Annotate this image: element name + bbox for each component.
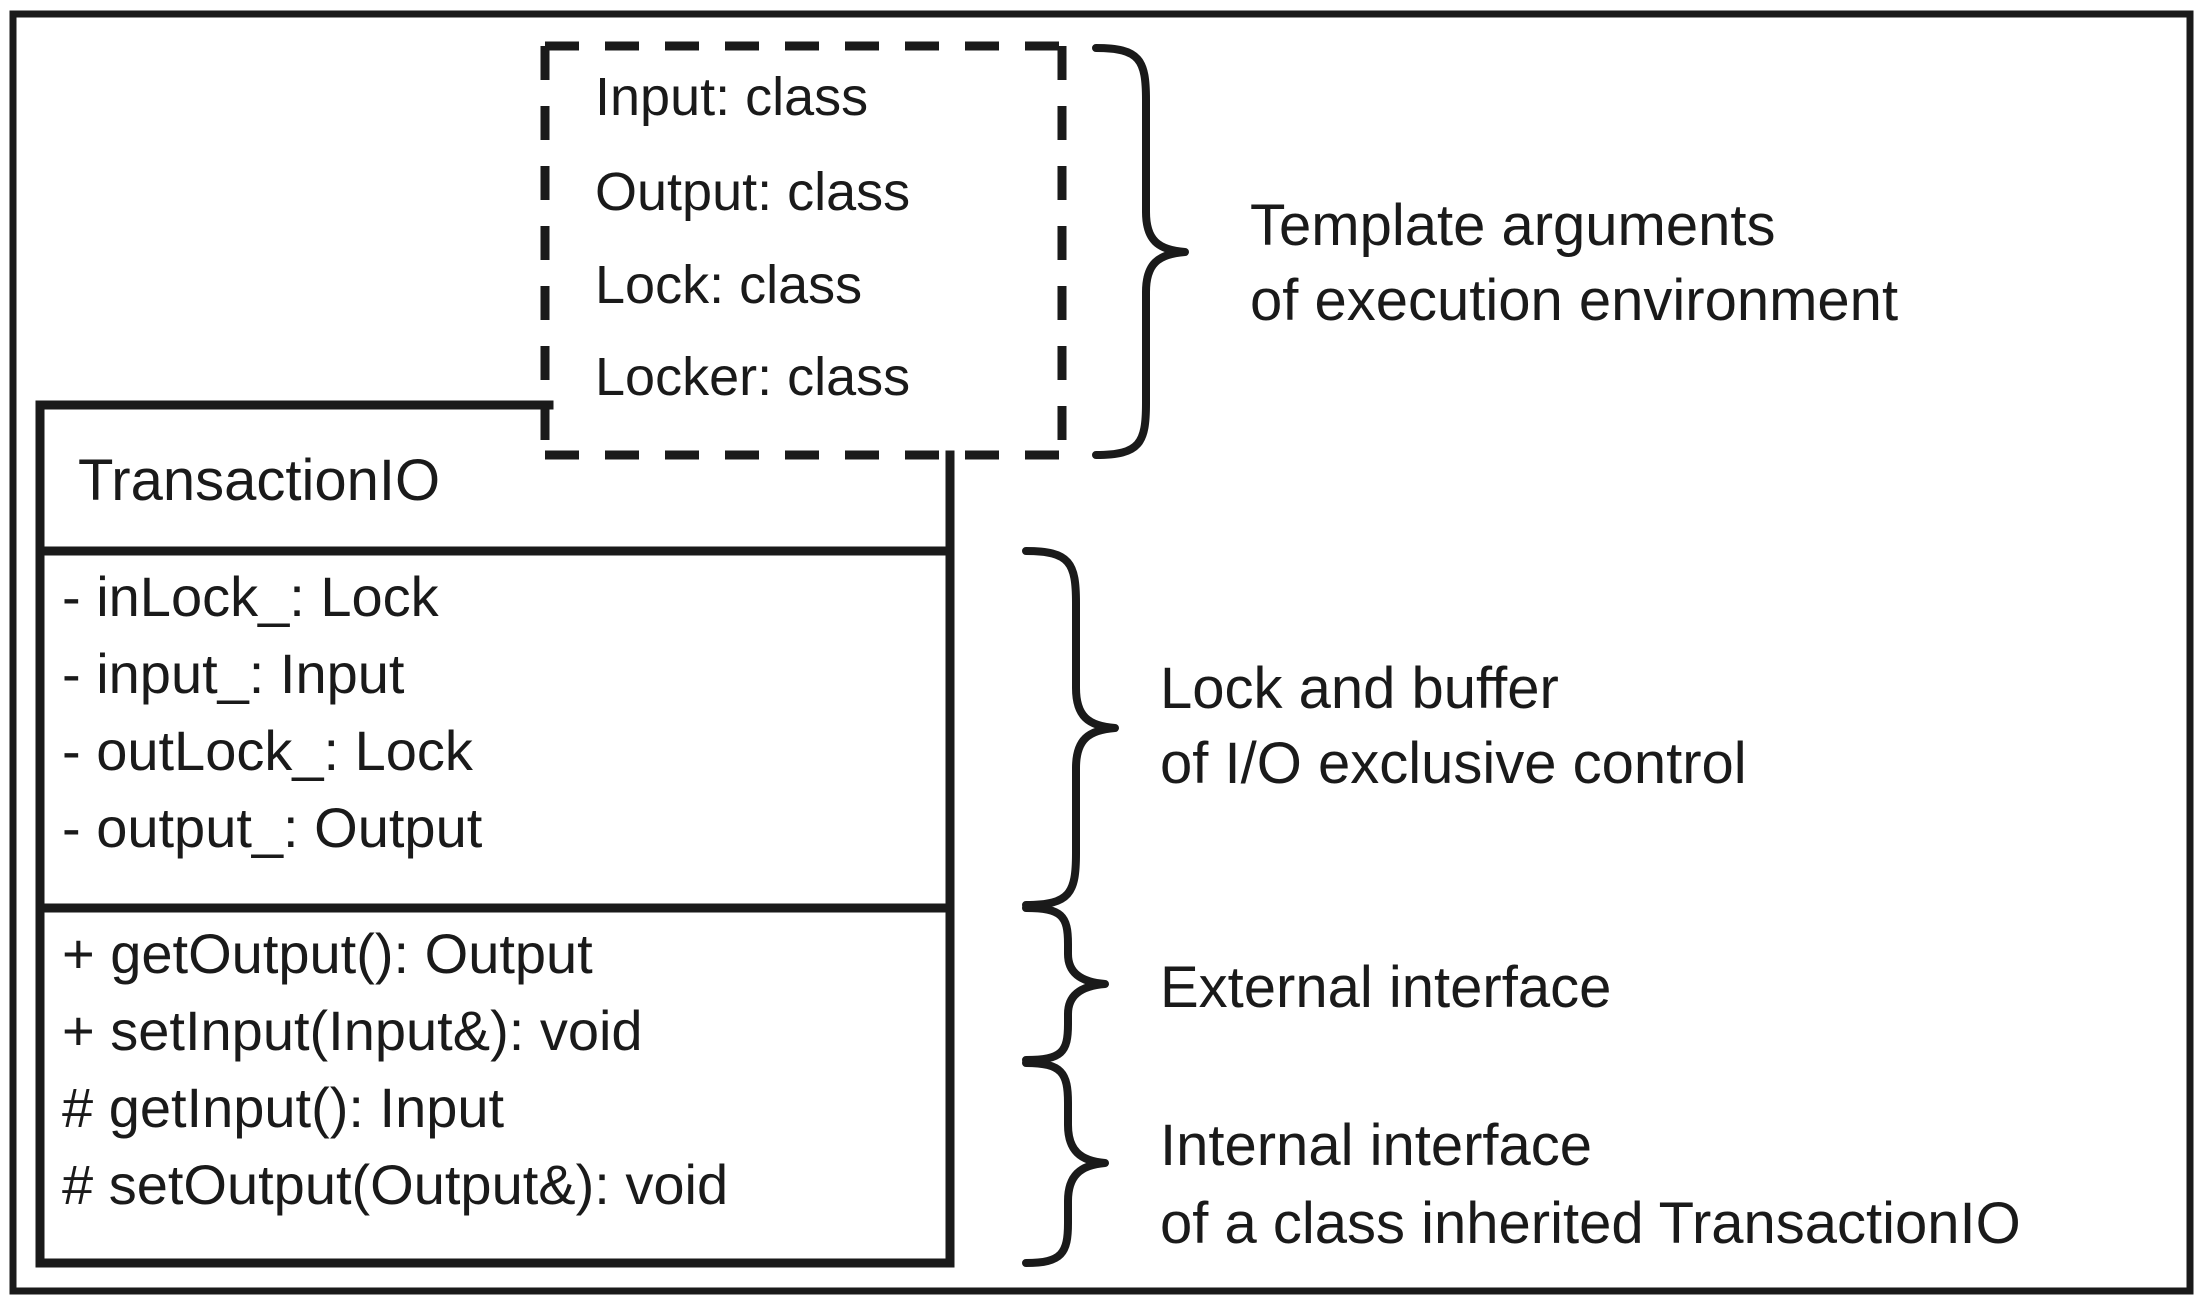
- annotation-internal-interface-line-1: Internal interface: [1160, 1113, 1592, 1178]
- template-parameter-box: [540, 41, 1067, 460]
- class-operation-set-output: # setOutput(Output&): void: [62, 1153, 728, 1216]
- brace-lock-and-buffer: [1022, 547, 1119, 909]
- class-operation-set-input: + setInput(Input&): void: [62, 999, 643, 1062]
- annotation-lock-and-buffer-line-1: Lock and buffer: [1160, 656, 1559, 721]
- brace-external-interface: [1022, 904, 1109, 1064]
- annotation-internal-interface-line-2: of a class inherited TransactionIO: [1160, 1191, 2021, 1256]
- class-attribute-input: - input_: Input: [62, 642, 405, 705]
- brace-template-arguments: [1092, 44, 1189, 459]
- brace-internal-interface: [1022, 1059, 1109, 1267]
- class-operation-get-input: # getInput(): Input: [62, 1076, 505, 1139]
- class-operation-get-output: + getOutput(): Output: [62, 922, 593, 985]
- annotation-template-arguments-line-1: Template arguments: [1250, 193, 1775, 258]
- class-box: [35, 400, 955, 1268]
- figure-frame: [9, 10, 2194, 1295]
- annotation-template-arguments-line-2: of execution environment: [1250, 268, 1898, 333]
- class-attribute-output: - output_: Output: [62, 796, 483, 859]
- class-attribute-out-lock: - outLock_: Lock: [62, 719, 474, 782]
- annotation-lock-and-buffer-line-2: of I/O exclusive control: [1160, 731, 1747, 796]
- class-attribute-in-lock: - inLock_: Lock: [62, 565, 440, 628]
- class-name: TransactionIO: [78, 448, 440, 513]
- template-parameter-locker: Locker: class: [595, 347, 910, 407]
- template-parameter-output: Output: class: [595, 162, 910, 222]
- template-parameter-input: Input: class: [595, 67, 868, 127]
- annotation-external-interface-line-1: External interface: [1160, 955, 1611, 1020]
- template-parameter-lock: Lock: class: [595, 255, 862, 315]
